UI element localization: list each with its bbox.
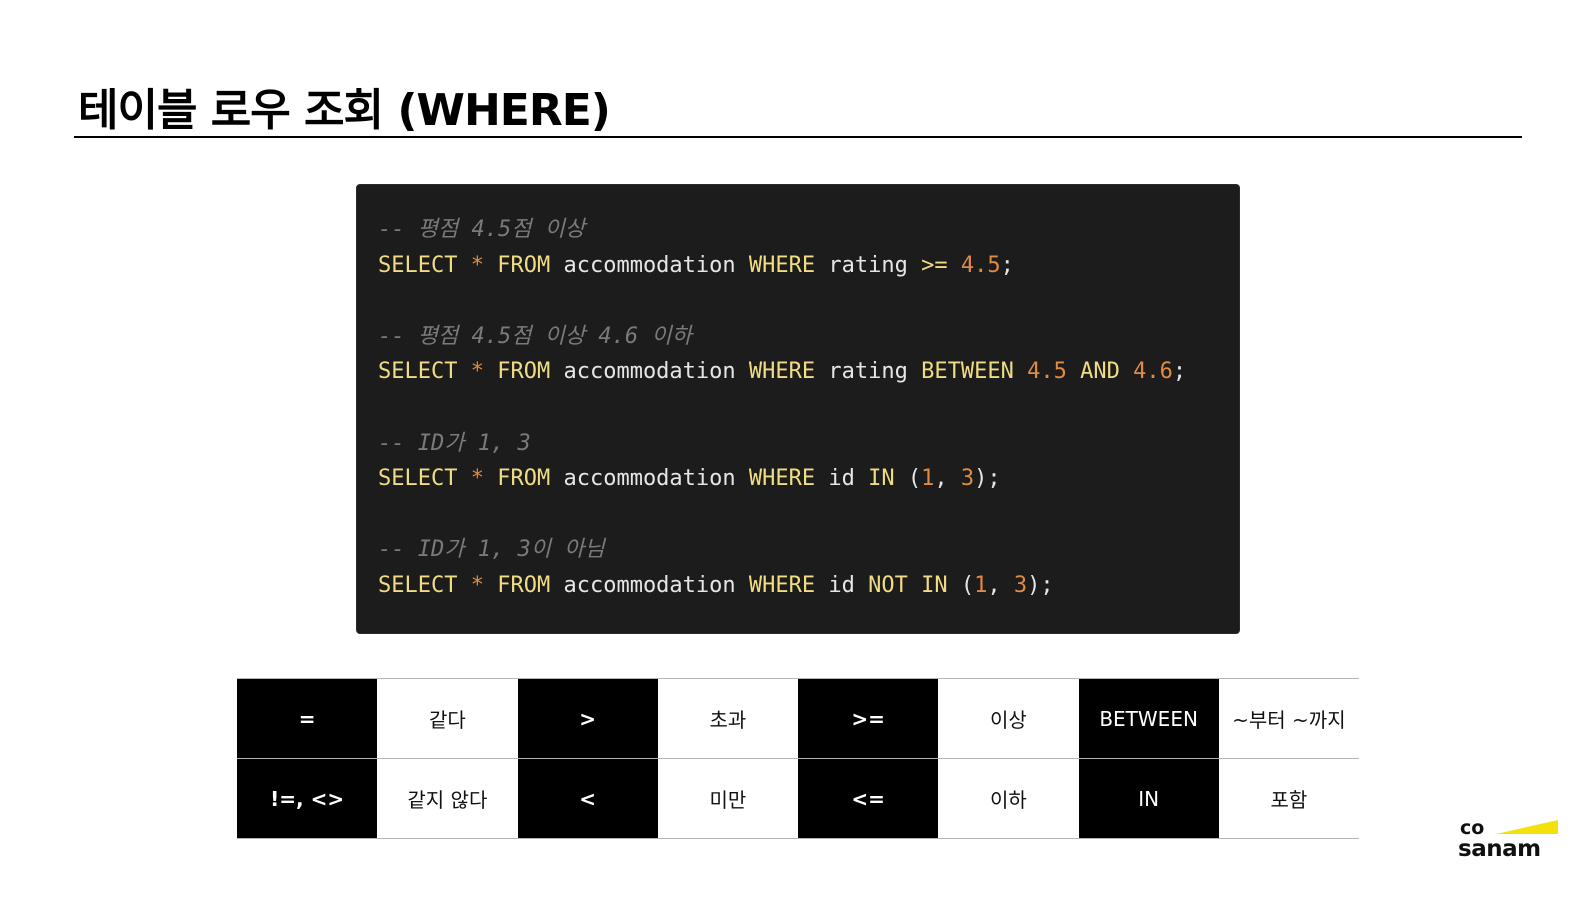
star-token: * <box>470 466 484 492</box>
keyword-select: SELECT <box>378 466 458 492</box>
table-row: !=, <> 같지 않다 < 미만 <= 이하 IN 포함 <box>237 758 1359 839</box>
code-statement-line: SELECT * FROM accommodation WHERE id IN … <box>378 461 1239 497</box>
punctuation: ( <box>907 466 922 492</box>
punctuation: ; <box>1172 359 1187 385</box>
meaning-cell: 이상 <box>938 678 1079 759</box>
keyword-select: SELECT <box>378 252 458 278</box>
number-literal: 4.6 <box>1133 359 1173 385</box>
star-token: * <box>470 252 484 278</box>
punctuation: , <box>987 572 1001 598</box>
operator-token: >= <box>921 252 948 278</box>
operator-cell: <= <box>798 758 939 839</box>
punctuation: ); <box>1027 572 1054 598</box>
operator-table: = 같다 > 초과 >= 이상 BETWEEN ~부터 ~까지 !=, <> 같… <box>237 678 1359 839</box>
keyword-between: BETWEEN <box>921 359 1014 385</box>
column-name: id <box>828 466 855 492</box>
keyword-from: FROM <box>497 359 551 385</box>
code-statement-line: SELECT * FROM accommodation WHERE rating… <box>378 248 1239 284</box>
page-title: 테이블 로우 조회 (WHERE) <box>78 85 611 136</box>
keyword-select: SELECT <box>378 572 458 598</box>
number-literal: 1 <box>921 466 935 492</box>
punctuation: ( <box>960 572 975 598</box>
logo-text-co: co <box>1460 817 1485 839</box>
keyword-where: WHERE <box>748 252 816 278</box>
meaning-cell: 이하 <box>938 758 1079 839</box>
keyword-from: FROM <box>497 252 551 278</box>
column-name: rating <box>828 359 908 385</box>
code-statement-line: SELECT * FROM accommodation WHERE rating… <box>378 354 1239 390</box>
operator-cell: < <box>517 758 658 839</box>
star-token: * <box>470 359 484 385</box>
number-literal: 3 <box>960 466 975 492</box>
operator-cell: !=, <> <box>237 758 378 839</box>
logo-accent-stripe <box>1496 820 1558 834</box>
keyword-in: IN <box>868 466 895 492</box>
keyword-from: FROM <box>497 466 551 492</box>
operator-cell: >= <box>798 678 939 759</box>
operator-cell: BETWEEN <box>1078 678 1219 759</box>
operator-cell: IN <box>1078 758 1219 839</box>
meaning-cell: 초과 <box>657 678 798 759</box>
brand-logo: co sanam <box>1458 818 1558 862</box>
keyword-select: SELECT <box>378 359 458 385</box>
code-comment-line: -- ID가 1, 3이 아님 <box>378 532 1239 568</box>
column-name: rating <box>828 252 908 278</box>
keyword-from: FROM <box>497 572 551 598</box>
table-name: accommodation <box>563 466 736 492</box>
meaning-cell: 미만 <box>657 758 798 839</box>
meaning-cell: ~부터 ~까지 <box>1218 678 1359 759</box>
code-comment: -- ID가 1, 3 <box>378 430 531 456</box>
operator-cell: > <box>517 678 658 759</box>
punctuation: ; <box>1000 252 1014 278</box>
code-comment-line: -- ID가 1, 3 <box>378 426 1239 462</box>
code-comment-line: -- 평점 4.5점 이상 <box>378 212 1239 248</box>
meaning-cell: 같다 <box>377 678 518 759</box>
keyword-not-in: NOT IN <box>868 572 948 598</box>
code-comment: -- 평점 4.5점 이상 <box>378 217 586 242</box>
keyword-and: AND <box>1080 359 1120 385</box>
table-row: = 같다 > 초과 >= 이상 BETWEEN ~부터 ~까지 <box>237 678 1359 759</box>
meaning-cell: 같지 않다 <box>377 758 518 839</box>
code-comment: -- 평점 4.5점 이상 4.6 이하 <box>378 323 692 349</box>
code-comment: -- ID가 1, 3이 아님 <box>378 537 605 563</box>
code-statement-line: SELECT * FROM accommodation WHERE id NOT… <box>378 568 1239 604</box>
star-token: * <box>470 572 484 598</box>
punctuation: ); <box>974 466 1001 492</box>
number-literal: 1 <box>974 572 988 598</box>
meaning-cell: 포함 <box>1218 758 1359 839</box>
table-name: accommodation <box>563 252 736 278</box>
number-literal: 4.5 <box>1027 359 1067 385</box>
code-comment-line: -- 평점 4.5점 이상 4.6 이하 <box>378 319 1239 355</box>
operator-cell: = <box>237 678 378 759</box>
table-name: accommodation <box>563 359 736 385</box>
column-name: id <box>828 572 855 598</box>
title-divider <box>74 136 1522 138</box>
sql-code-block: -- 평점 4.5점 이상 SELECT * FROM accommodatio… <box>356 184 1240 634</box>
keyword-where: WHERE <box>748 572 816 598</box>
number-literal: 3 <box>1013 572 1028 598</box>
table-name: accommodation <box>563 572 736 598</box>
logo-text-sanam: sanam <box>1458 836 1541 862</box>
punctuation: , <box>934 466 948 492</box>
number-literal: 4.5 <box>960 252 1001 278</box>
keyword-where: WHERE <box>748 466 816 492</box>
keyword-where: WHERE <box>748 359 816 385</box>
